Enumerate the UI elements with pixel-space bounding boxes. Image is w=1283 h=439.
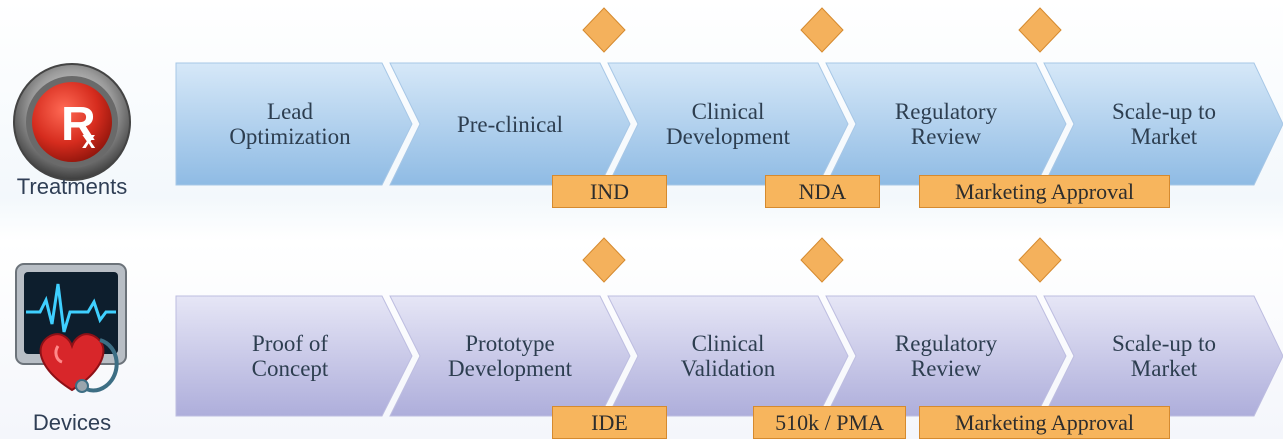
- stage-label: Proof of Concept: [251, 331, 329, 381]
- stage-label: Clinical Development: [666, 99, 790, 149]
- milestone-label: Marketing Approval: [919, 406, 1170, 439]
- milestone-label: IND: [552, 175, 667, 208]
- stage-chevron: [1043, 62, 1283, 186]
- milestone-label: 510k / PMA: [753, 406, 906, 439]
- svg-text:R: R: [61, 98, 96, 151]
- stage-label: Pre-clinical: [456, 111, 563, 137]
- devices-label: Devices: [32, 410, 112, 435]
- treatments-label: Treatments: [16, 174, 128, 199]
- milestone-diamond: [1018, 237, 1062, 283]
- milestone-label: Marketing Approval: [919, 175, 1170, 208]
- milestone-label: IDE: [552, 406, 667, 439]
- stage-label: Regulatory Review: [894, 99, 998, 149]
- milestone-diamond: [1018, 7, 1062, 53]
- stage-label: Scale-up to Market: [1111, 331, 1217, 381]
- milestone-diamond: [582, 237, 626, 283]
- stage-label: Regulatory Review: [894, 331, 998, 381]
- heart-monitor-icon: [10, 262, 135, 412]
- stage-label: Scale-up to Market: [1111, 99, 1217, 149]
- stage-chevron: [1043, 295, 1283, 417]
- stage-label: Clinical Validation: [680, 331, 776, 381]
- milestone-diamond: [800, 7, 844, 53]
- stage-label: Prototype Development: [448, 331, 572, 381]
- milestone-label: NDA: [765, 175, 880, 208]
- rx-badge-icon: R x: [12, 62, 132, 182]
- milestone-diamond: [582, 7, 626, 53]
- stage-chevron: [175, 295, 413, 417]
- stage-label: Lead Optimization: [229, 99, 351, 149]
- milestone-diamond: [800, 237, 844, 283]
- stage-chevron: [175, 62, 413, 186]
- svg-text:x: x: [82, 127, 96, 154]
